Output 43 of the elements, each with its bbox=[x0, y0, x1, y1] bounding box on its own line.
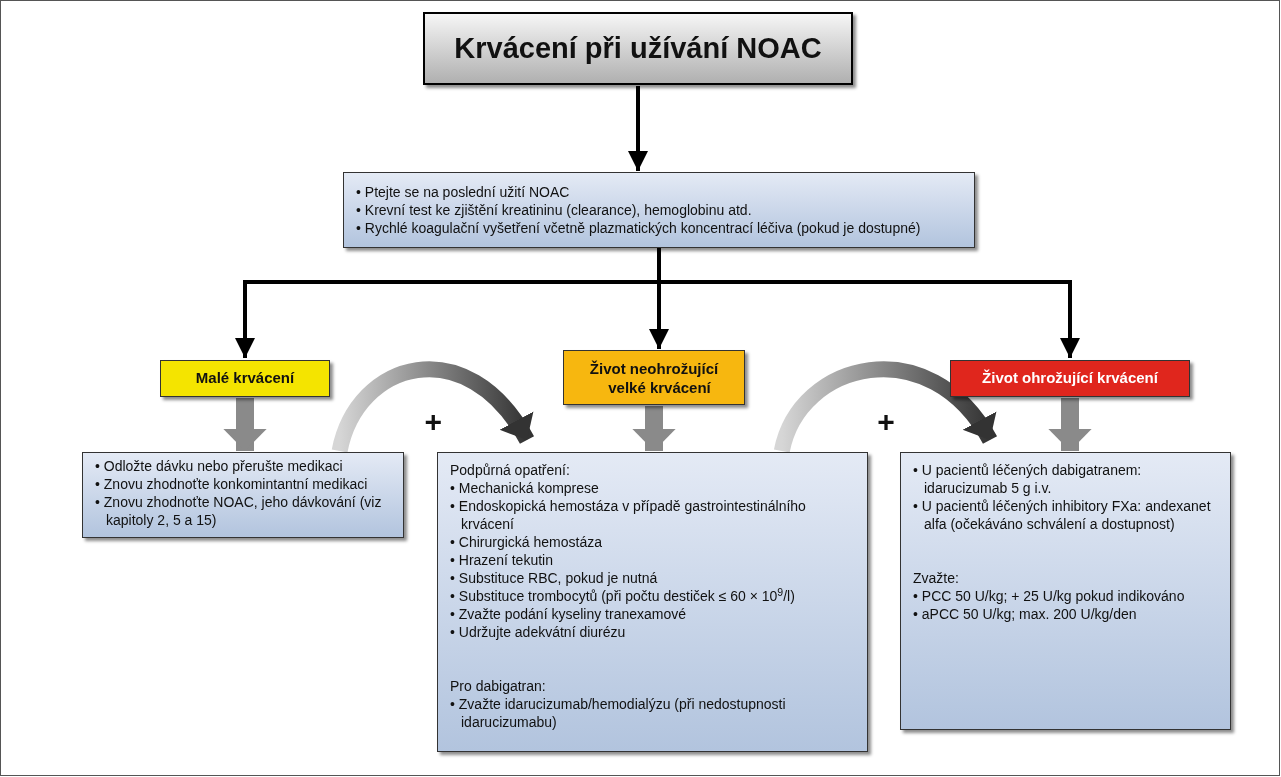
curved-arrow bbox=[774, 361, 997, 454]
category-box bbox=[160, 360, 330, 397]
bullet-text: • Chirurgická hemostáza bbox=[450, 533, 603, 551]
bullet-text: • Substituce trombocytů (při počtu destiček ≤ 60 × 10$^{9}$/l) bbox=[450, 587, 796, 605]
bullet-text: • Odložte dávku nebo přerušte medikaci bbox=[95, 457, 344, 475]
bullet-text: • Rychlé koagulační vyšetření včetně plazmatických koncentrací léčiva (pokud je dostupné) bbox=[356, 219, 922, 237]
category-text: Malé krvácení bbox=[195, 368, 295, 389]
bullet-text: • Krevní test ke zjištění kreatininu (clearance), hemoglobinu atd. bbox=[356, 201, 753, 219]
arrow bbox=[657, 248, 1080, 358]
bullet-text: • Znovu zhodnoťte NOAC, jeho dávkování (viz kapitoly 2, 5 a 15) bbox=[95, 493, 383, 529]
block-arrow bbox=[632, 406, 676, 451]
action-box bbox=[82, 452, 404, 538]
category-text: Život ohrožující krvácení bbox=[982, 368, 1158, 389]
action-box bbox=[437, 452, 868, 752]
edge-label: + bbox=[424, 407, 443, 437]
title-text: Krvácení při užívání NOAC bbox=[454, 30, 822, 66]
bullet-text: • Zvažte podání kyseliny tranexamové bbox=[450, 605, 688, 623]
bullet-text: • Mechanická komprese bbox=[450, 479, 600, 497]
category-box bbox=[950, 360, 1190, 397]
bullet-text: • U pacientů léčených dabigatranem: idarucizumab 5 g i.v. bbox=[913, 461, 1143, 497]
bullet-text: • Substituce RBC, pokud je nutná bbox=[450, 569, 659, 587]
title-box bbox=[423, 12, 853, 85]
arrow bbox=[628, 86, 648, 171]
process-box bbox=[343, 172, 975, 248]
block-arrow bbox=[1048, 398, 1092, 451]
action-box bbox=[900, 452, 1231, 730]
category-box bbox=[563, 350, 745, 405]
bullet-text: • PCC 50 U/kg; + 25 U/kg pokud indikováno bbox=[913, 587, 1186, 605]
section-heading: Pro dabigatran: bbox=[450, 677, 547, 695]
bullet-text: • Znovu zhodnoťte konkomintantní medikaci bbox=[95, 475, 369, 493]
section-heading: Podpůrná opatření: bbox=[450, 461, 571, 479]
bullet-text: • Hrazení tekutin bbox=[450, 551, 554, 569]
block-arrow bbox=[223, 398, 267, 451]
curved-arrow bbox=[331, 361, 534, 454]
bullet-text: • Ptejte se na poslední užití NOAC bbox=[356, 183, 571, 201]
bullet-text: • Udržujte adekvátní diurézu bbox=[450, 623, 627, 641]
bullet-text: • Endoskopická hemostáza v případě gastrointestinálního krvácení bbox=[450, 497, 807, 533]
bullet-text: • aPCC 50 U/kg; max. 200 U/kg/den bbox=[913, 605, 1138, 623]
category-text: Život neohrožující velké krvácení bbox=[588, 358, 720, 397]
edge-label: + bbox=[877, 407, 895, 437]
bullet-text: • Zvažte idarucizumab/hemodialýzu (při nedostupnosti idarucizumabu) bbox=[450, 695, 787, 731]
bullet-text: • U pacientů léčených inhibitory FXa: andexanet alfa (očekáváno schválení a dostupnost) bbox=[913, 497, 1212, 533]
section-heading: Zvažte: bbox=[913, 569, 960, 587]
